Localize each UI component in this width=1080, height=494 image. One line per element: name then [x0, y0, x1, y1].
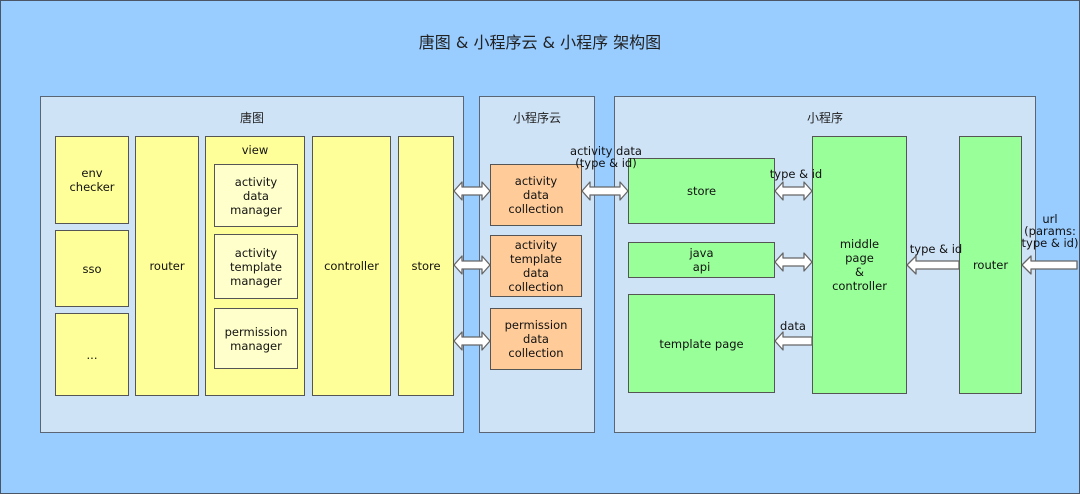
middle-page-controller-box: middle page & controller: [812, 136, 907, 394]
more-box: ...: [55, 313, 129, 396]
tangtu-store-box: store: [398, 136, 454, 396]
controller-box: controller: [312, 136, 391, 396]
view-title: view: [241, 143, 269, 157]
permission-manager-box: permission manager: [214, 308, 298, 369]
tangtu-router-box: router: [135, 136, 199, 396]
double-arrow-store-permission-data: [453, 331, 491, 351]
template-page-box: template page: [628, 294, 775, 393]
activity-template-data-collection-box: activity template data collection: [490, 235, 582, 297]
double-arrow-store-template-data: [453, 255, 491, 275]
label-url-params: url (params: type & id): [1021, 212, 1079, 250]
env-checker-box: env checker: [55, 136, 129, 224]
diagram-title: 唐图 & 小程序云 & 小程序 架构图: [418, 33, 662, 52]
label-data: data: [780, 319, 806, 333]
arrow-middle-to-template-page: [774, 331, 813, 351]
double-arrow-java-api-middle: [774, 252, 813, 272]
miniprogram-store-box: store: [628, 158, 775, 224]
activity-data-manager-box: activity data manager: [214, 164, 298, 227]
arrow-router-to-middle: [906, 255, 960, 275]
java-api-box: java api: [628, 242, 775, 278]
panel-title-miniprogram: 小程序: [806, 111, 843, 125]
double-arrow-cloud-miniprogram-store: [581, 181, 629, 201]
panel-title-cloud: 小程序云: [512, 111, 561, 125]
double-arrow-store-middle: [774, 181, 813, 201]
panel-title-tangtu: 唐图: [239, 111, 264, 125]
label-activity-data: activity data (type & id): [570, 144, 642, 170]
double-arrow-store-activity-data: [453, 181, 491, 201]
activity-data-collection-box: activity data collection: [490, 164, 582, 226]
sso-box: sso: [55, 230, 129, 307]
permission-data-collection-box: permission data collection: [490, 308, 582, 370]
label-type-id-router: type & id: [909, 242, 963, 256]
label-type-id-store: type & id: [769, 167, 823, 181]
activity-template-manager-box: activity template manager: [214, 234, 298, 299]
arrow-url-to-router: [1021, 255, 1078, 275]
